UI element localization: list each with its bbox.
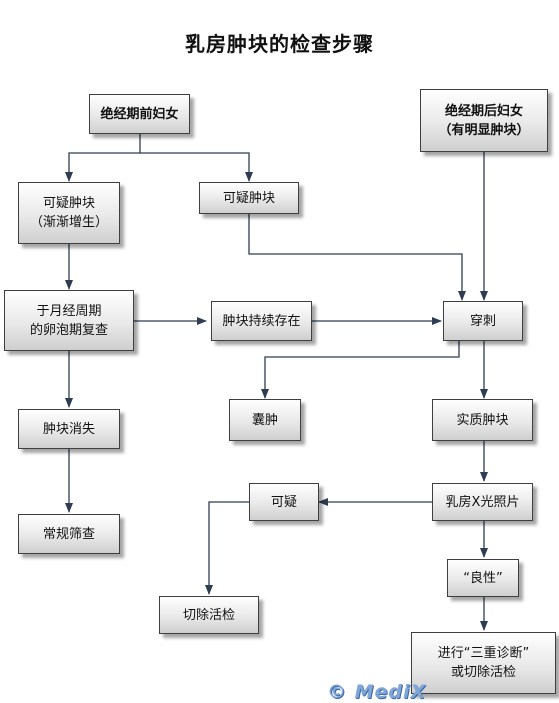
node-suspicious-lump-label: 可疑肿块 xyxy=(222,190,275,206)
edge-susp-to-puncture xyxy=(248,214,466,301)
edge-pre-to-susp xyxy=(140,152,253,182)
node-excision-biopsy: 切除活检 xyxy=(159,596,259,634)
edge-puncture-to-cyst xyxy=(261,341,460,399)
node-benign-label: “良性” xyxy=(463,570,503,586)
node-benign: “良性” xyxy=(447,559,519,597)
node-follicular-phase-recheck: 于月经周期 的卵泡期复查 xyxy=(4,290,134,351)
node-lump-persists: 肿块持续存在 xyxy=(211,301,312,341)
node-cyst-label: 囊肿 xyxy=(251,412,278,428)
medix-watermark: © MediX xyxy=(327,681,427,703)
node-mammogram-label: 乳房X光照片 xyxy=(445,494,520,510)
node-mammogram: 乳房X光照片 xyxy=(432,483,533,521)
node-puncture: 穿刺 xyxy=(443,301,523,341)
node-suspicious-growing-lump-label: 可疑肿块 （渐渐增生） xyxy=(29,196,108,230)
node-postmenopausal-women-label: 绝经期后妇女 （有明显肿块） xyxy=(438,103,530,138)
node-excision-biopsy-label: 切除活检 xyxy=(182,607,235,623)
node-suspicious-lump: 可疑肿块 xyxy=(199,182,299,214)
node-solid-lump-label: 实质肿块 xyxy=(456,412,509,428)
node-triple-diagnosis-label: 进行“三重诊断” 或切除活检 xyxy=(437,646,530,680)
node-premenopausal-women-label: 绝经期前妇女 xyxy=(100,106,179,122)
node-doubtful-label: 可疑 xyxy=(270,494,297,510)
node-cyst: 囊肿 xyxy=(229,399,301,441)
diagram-title: 乳房肿块的检查步骤 xyxy=(185,32,374,56)
edge-pre-to-susp-grow xyxy=(65,134,141,182)
node-solid-lump: 实质肿块 xyxy=(432,399,533,441)
node-premenopausal-women: 绝经期前妇女 xyxy=(89,94,190,134)
edge-doubt-to-biopsy xyxy=(205,501,249,595)
node-doubtful: 可疑 xyxy=(249,483,319,521)
node-lump-disappears-label: 肿块消失 xyxy=(42,421,95,437)
node-triple-diagnosis: 进行“三重诊断” 或切除活检 xyxy=(411,632,556,694)
node-postmenopausal-women: 绝经期后妇女 （有明显肿块） xyxy=(420,89,548,152)
node-routine-screening-label: 常规筛查 xyxy=(42,526,95,542)
node-lump-disappears: 肿块消失 xyxy=(18,409,120,449)
node-puncture-label: 穿刺 xyxy=(469,313,496,329)
node-lump-persists-label: 肿块持续存在 xyxy=(222,313,301,329)
node-follicular-phase-recheck-label: 于月经周期 的卵泡期复查 xyxy=(29,303,108,338)
node-routine-screening: 常规筛查 xyxy=(18,514,120,554)
node-suspicious-growing-lump: 可疑肿块 （渐渐增生） xyxy=(18,182,120,244)
